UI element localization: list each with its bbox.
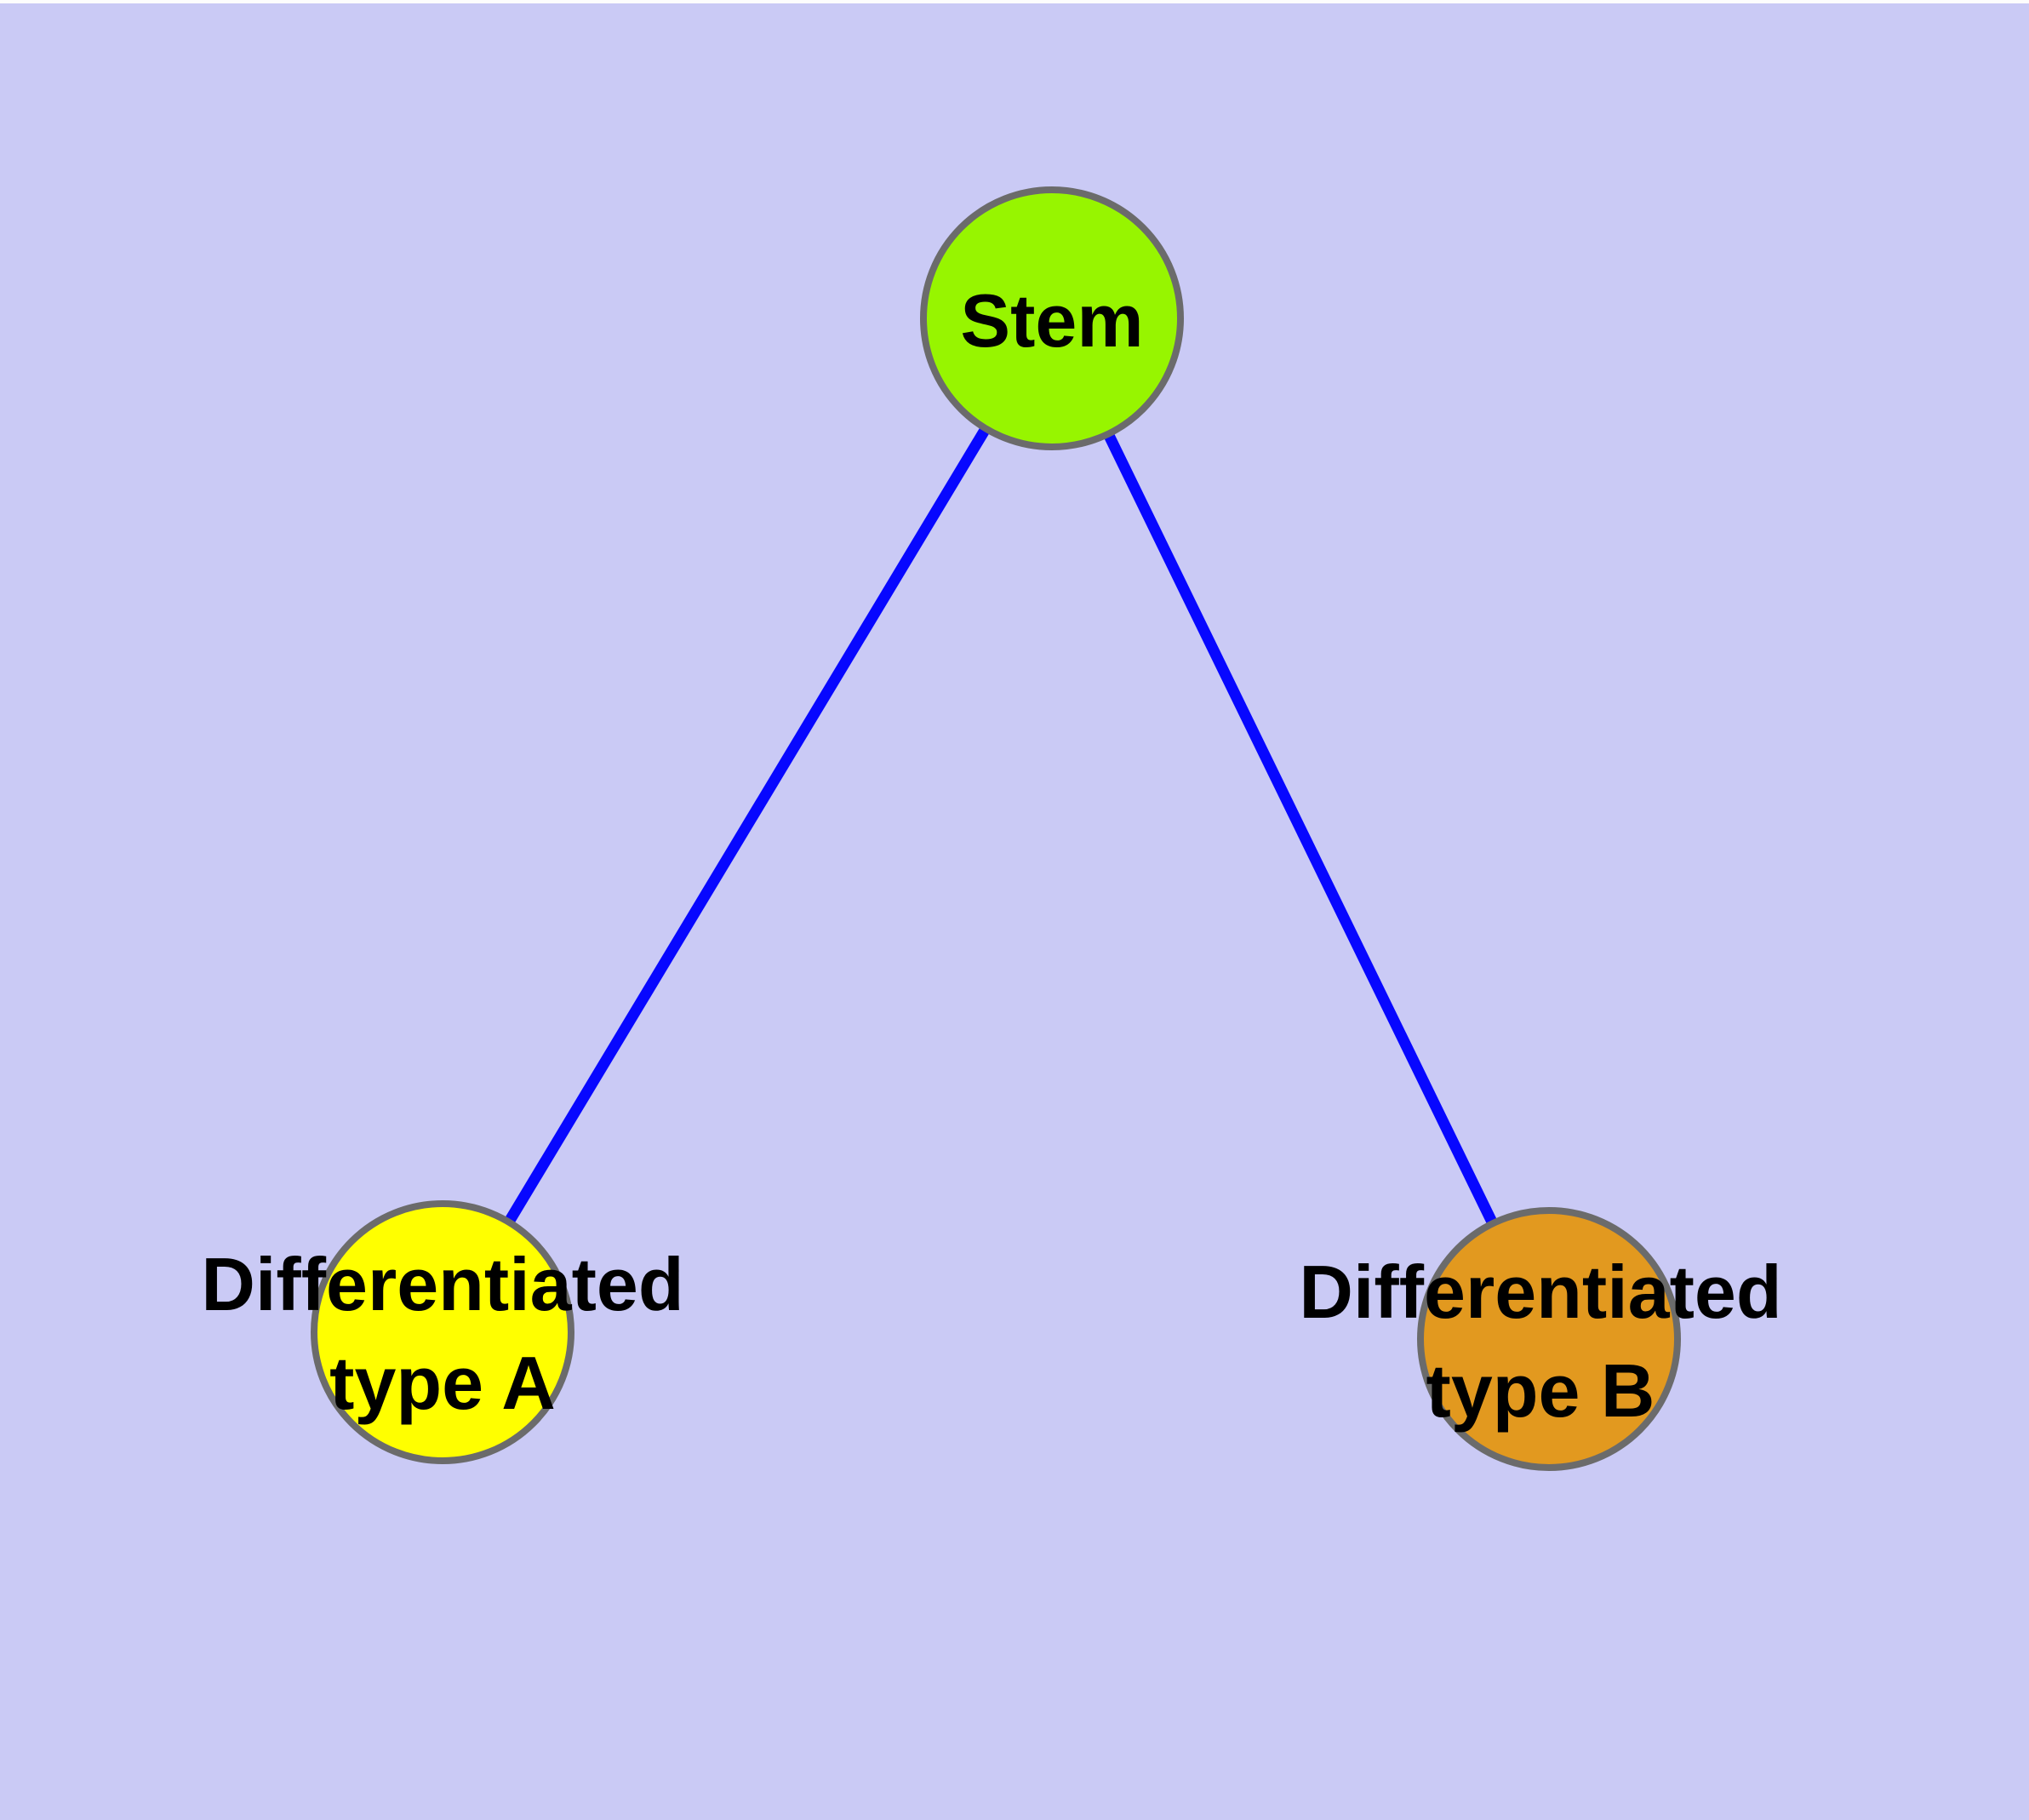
top-white-strip xyxy=(0,0,2029,3)
node-stem-circle xyxy=(920,186,1184,450)
node-type-b-circle xyxy=(1417,1207,1681,1471)
node-stem-label: Stem xyxy=(960,272,1143,370)
node-type-b-label: Differentiated type B xyxy=(1299,1243,1781,1440)
node-type-a-label-line1: Differentiated xyxy=(201,1242,684,1326)
node-type-a-label: Differentiated type A xyxy=(201,1235,683,1433)
node-type-b-label-line2: type B xyxy=(1426,1348,1655,1433)
node-stem-label-text: Stem xyxy=(960,278,1144,363)
edge-stem-to-type-a xyxy=(437,315,1057,1336)
edge-stem-to-type-b xyxy=(1047,316,1554,1342)
node-type-b-label-line1: Differentiated xyxy=(1299,1250,1782,1334)
node-type-a-circle xyxy=(311,1200,574,1464)
node-type-a-label-line2: type A xyxy=(329,1341,556,1425)
